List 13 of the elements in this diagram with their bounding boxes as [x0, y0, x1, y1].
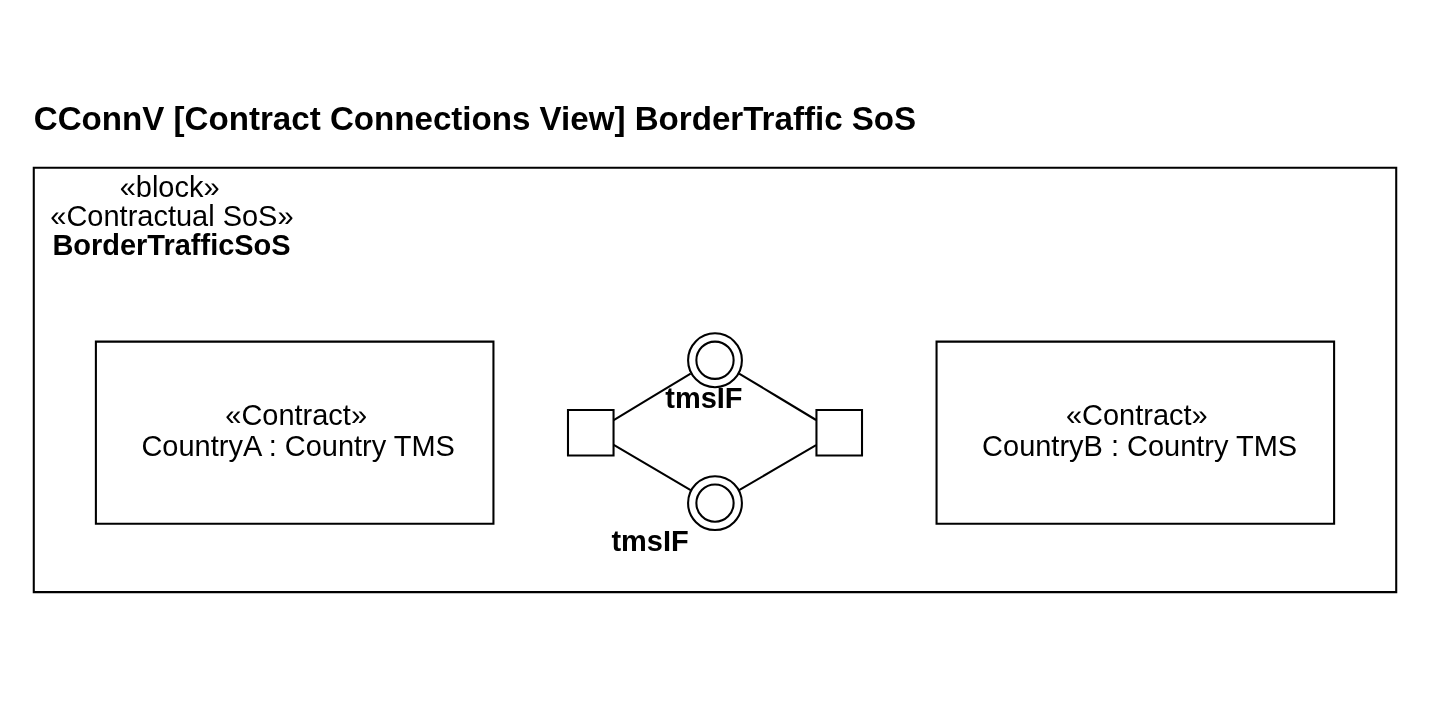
diagram-title: CConnV [Contract Connections View] BorderTraffic SoS [33, 99, 917, 137]
node-label: tmsIF [611, 524, 689, 557]
connector [613, 372, 692, 421]
node-box: «Contract» CountryA : Country TMS [94, 340, 495, 525]
node-box [566, 408, 615, 457]
node-box [815, 408, 864, 457]
node-circle [687, 331, 743, 388]
connector [738, 372, 817, 421]
node-circle [687, 474, 743, 531]
node-label: tmsIF [665, 381, 743, 414]
connector [613, 443, 692, 491]
node-box: «Contract» CountryB : Country TMS [935, 340, 1336, 525]
connector [738, 443, 817, 491]
